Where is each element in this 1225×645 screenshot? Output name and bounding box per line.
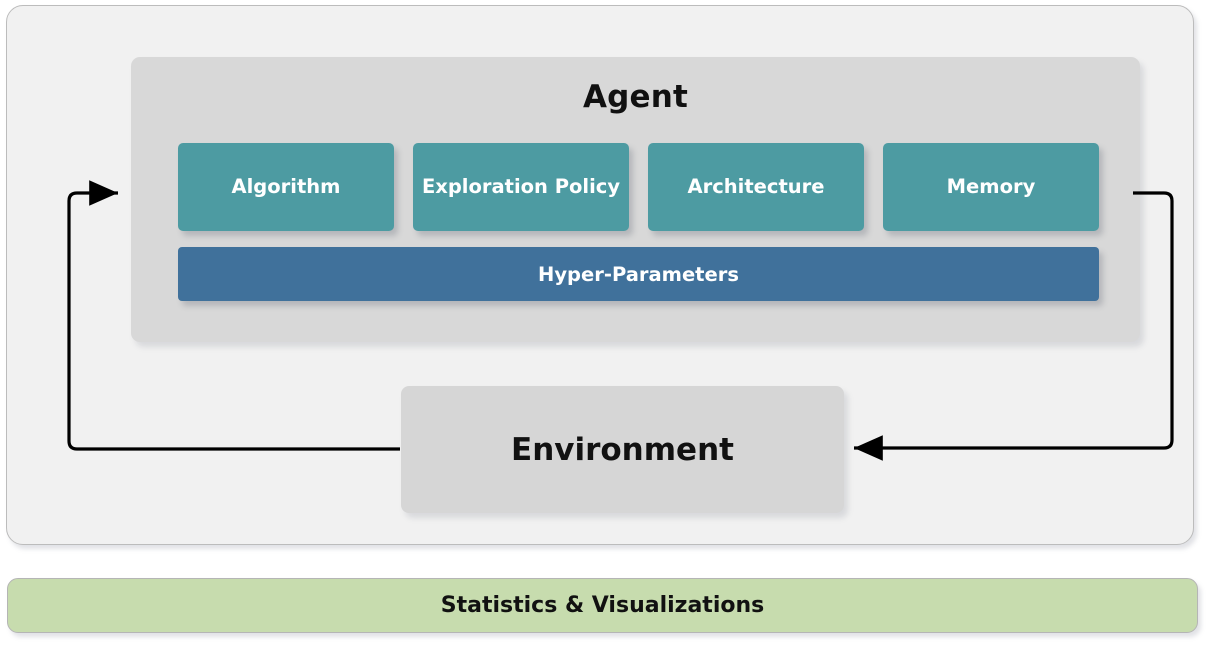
agent-component-label: Architecture (687, 175, 825, 199)
environment-container[interactable]: Environment (401, 386, 844, 513)
agent-container[interactable]: Agent Algorithm Exploration Policy Archi… (131, 57, 1140, 342)
environment-label: Environment (511, 431, 734, 468)
hyper-parameters-bar[interactable]: Hyper-Parameters (178, 247, 1099, 301)
agent-component-algorithm[interactable]: Algorithm (178, 143, 394, 231)
statistics-visualizations-label: Statistics & Visualizations (440, 593, 765, 618)
agent-component-memory[interactable]: Memory (883, 143, 1099, 231)
agent-component-label: Memory (946, 175, 1036, 199)
agent-component-label: Algorithm (231, 175, 341, 199)
agent-component-architecture[interactable]: Architecture (648, 143, 864, 231)
agent-component-row: Algorithm Exploration Policy Architectur… (178, 143, 1099, 231)
agent-component-label: Exploration Policy (421, 175, 621, 199)
hyper-parameters-label: Hyper-Parameters (538, 262, 739, 286)
agent-component-exploration-policy[interactable]: Exploration Policy (413, 143, 629, 231)
framework-panel: Agent Algorithm Exploration Policy Archi… (6, 5, 1194, 545)
agent-title: Agent (582, 79, 689, 115)
statistics-visualizations-bar[interactable]: Statistics & Visualizations (7, 578, 1198, 633)
